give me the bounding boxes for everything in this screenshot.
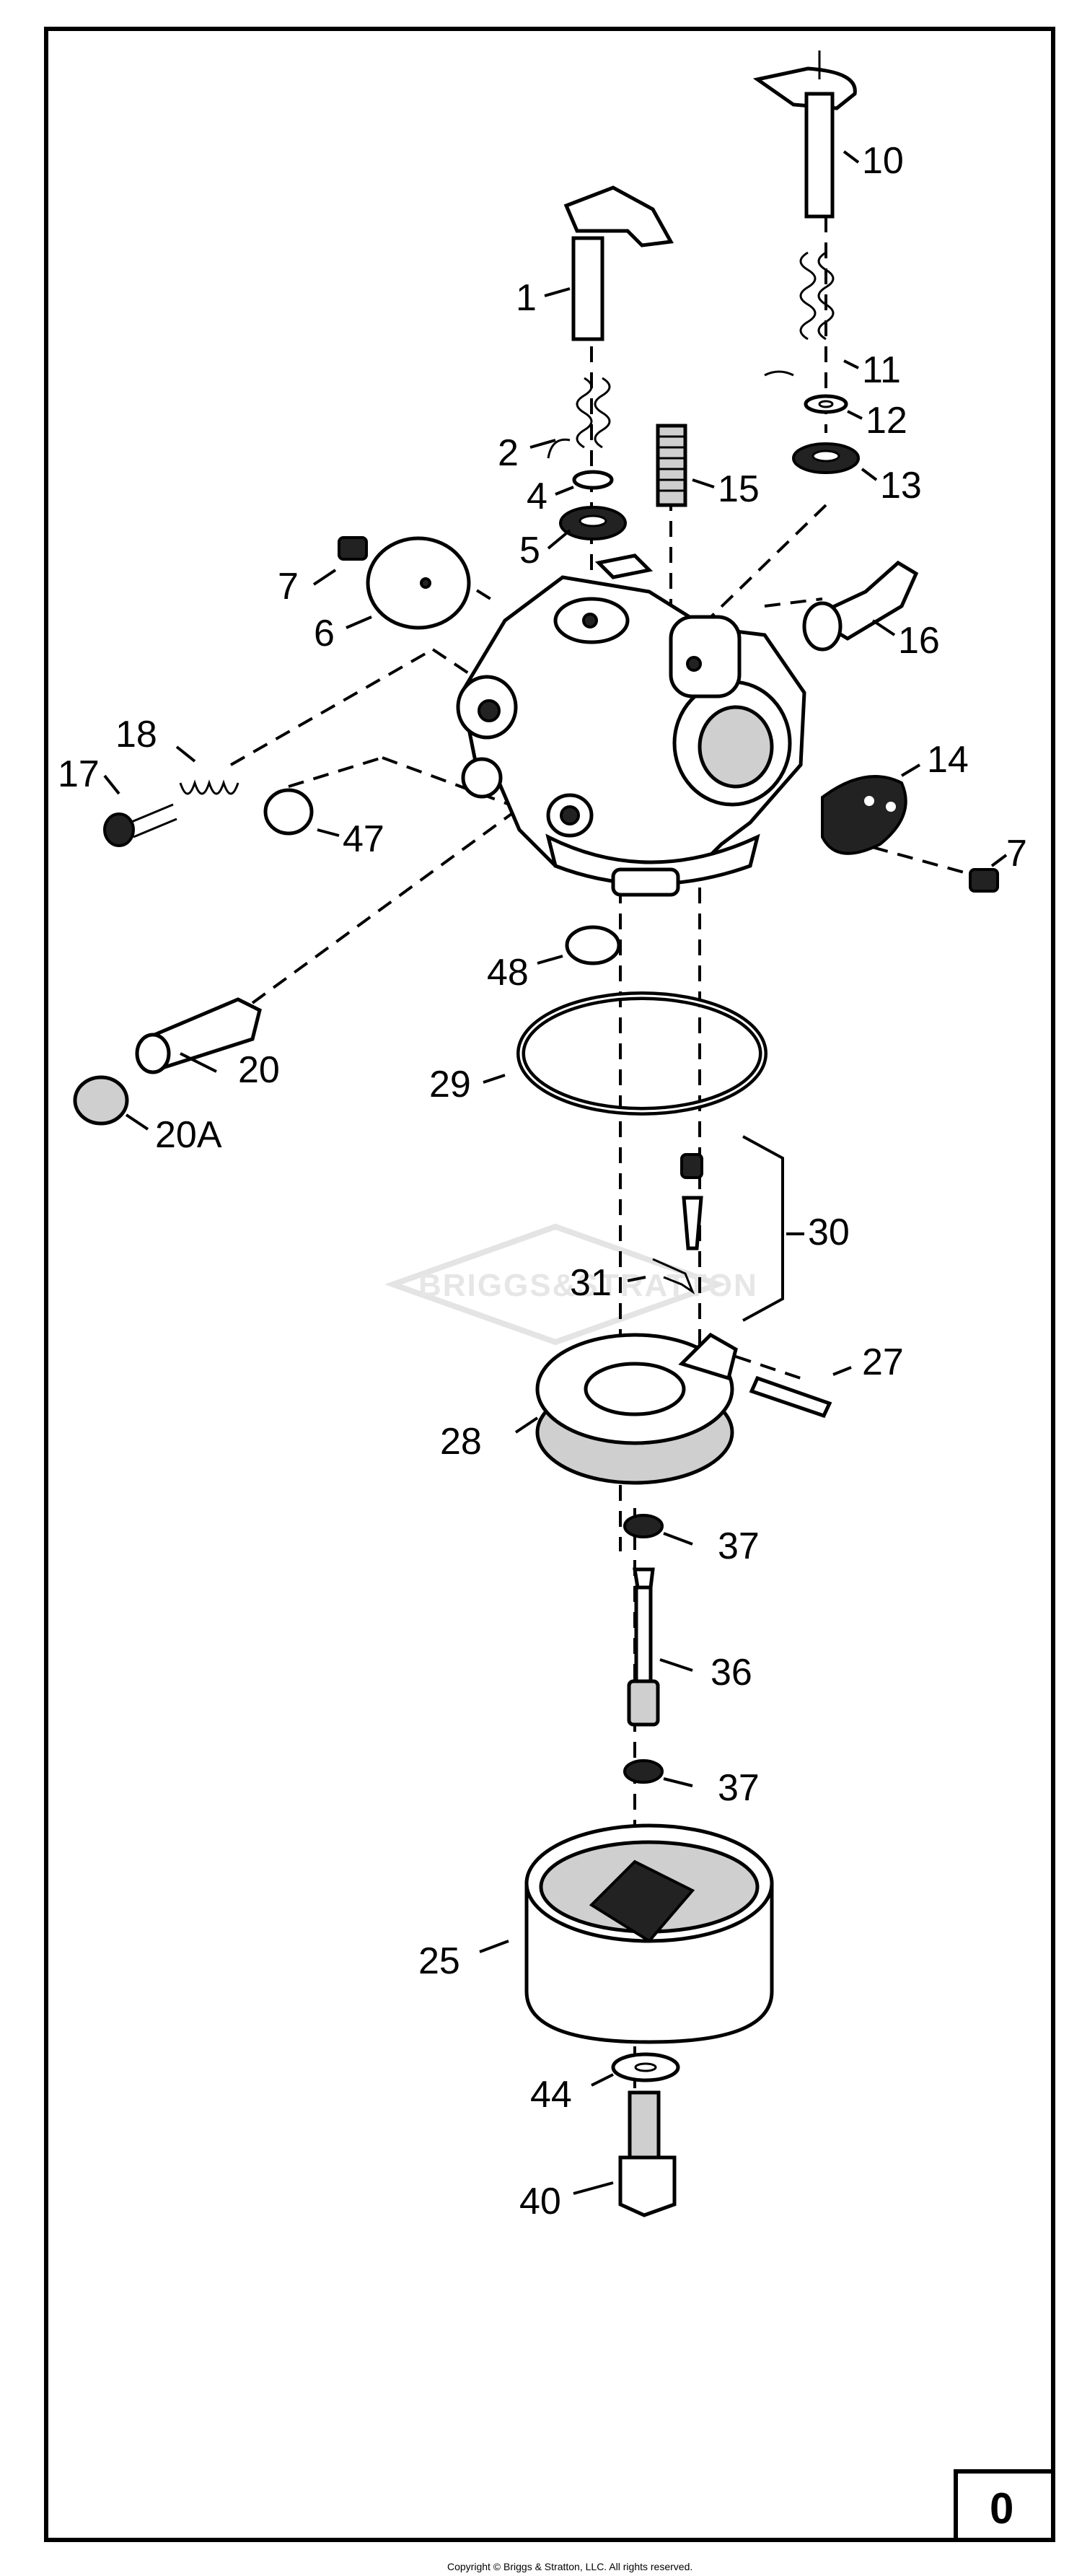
washer-4: [572, 470, 614, 490]
screw-7-upper: [338, 536, 368, 561]
clip-31: [652, 1258, 695, 1294]
label-part-5: 5: [519, 530, 540, 571]
washer-12: [804, 394, 848, 414]
choke-shaft-10: [752, 51, 857, 219]
main-jet-20: [135, 997, 262, 1074]
label-part-20a: 20A: [155, 1114, 222, 1156]
label-part-28: 28: [440, 1421, 482, 1463]
choke-spring-11: [764, 251, 835, 377]
label-part-17: 17: [58, 753, 100, 795]
label-part-15: 15: [718, 468, 760, 510]
label-part-1: 1: [516, 277, 537, 319]
idle-screw-17: [103, 803, 177, 847]
washer-44: [611, 2052, 680, 2082]
screw-7-lower: [969, 868, 999, 893]
cap-20a: [73, 1075, 129, 1126]
label-part-6: 6: [314, 613, 335, 654]
label-part-10: 10: [862, 140, 904, 182]
label-part-13: 13: [880, 465, 922, 507]
idle-spring-18: [179, 779, 239, 795]
bracket-30: [742, 1135, 784, 1322]
float-28: [535, 1332, 738, 1485]
label-part-14: 14: [927, 739, 969, 781]
seal-5: [559, 506, 627, 540]
hinge-pin-27: [749, 1375, 832, 1419]
welch-plug-47: [263, 788, 314, 836]
plug-48: [565, 925, 621, 965]
o-ring-29: [516, 991, 767, 1116]
stud-15: [656, 424, 687, 507]
label-part-40: 40: [519, 2181, 561, 2222]
carburetor-body: [456, 553, 806, 897]
page-number: 0: [990, 2484, 1013, 2533]
leader-lines: [103, 150, 1008, 2195]
label-part-27: 27: [862, 1341, 904, 1383]
diagram-frame: [44, 27, 1055, 2542]
nozzle-36: [627, 1567, 660, 1727]
throttle-shaft-1: [563, 185, 674, 341]
label-part-4: 4: [527, 476, 547, 517]
label-part-48: 48: [487, 952, 529, 994]
label-part-44: 44: [530, 2074, 572, 2116]
throttle-plate-6: [366, 536, 471, 630]
label-part-37-upper: 37: [718, 1525, 760, 1567]
label-part-25: 25: [418, 1940, 460, 1982]
label-part-20: 20: [238, 1049, 280, 1091]
label-part-16: 16: [898, 620, 940, 662]
gasket-37-lower: [623, 1759, 664, 1784]
label-part-18: 18: [115, 714, 157, 755]
part-labels: 1 10 11 12 13 2 4 5 15 7 6 16 14 7 18 17…: [58, 140, 1027, 2222]
label-part-2: 2: [498, 432, 519, 474]
label-part-12: 12: [866, 400, 907, 442]
seal-13: [792, 442, 860, 474]
choke-plate-14: [821, 775, 907, 855]
label-part-29: 29: [429, 1064, 471, 1105]
bowl-nut-40: [618, 2090, 677, 2217]
label-part-30: 30: [808, 1212, 850, 1253]
page-number-box: 0: [954, 2469, 1055, 2542]
label-part-36: 36: [711, 1652, 752, 1694]
label-part-37-lower: 37: [718, 1767, 760, 1809]
copyright-notice: Copyright © Briggs & Stratton, LLC. All …: [447, 2561, 692, 2572]
label-part-47: 47: [343, 818, 384, 860]
fuel-inlet-16: [802, 560, 919, 652]
gasket-37-upper: [623, 1514, 664, 1538]
needle-valve-30: [680, 1153, 703, 1250]
label-part-7-upper: 7: [278, 566, 299, 608]
float-bowl-25: [524, 1823, 774, 2044]
label-part-7-lower: 7: [1006, 833, 1027, 875]
throttle-spring-2: [547, 377, 611, 459]
label-part-11: 11: [862, 349, 901, 391]
label-part-31: 31: [570, 1262, 612, 1304]
